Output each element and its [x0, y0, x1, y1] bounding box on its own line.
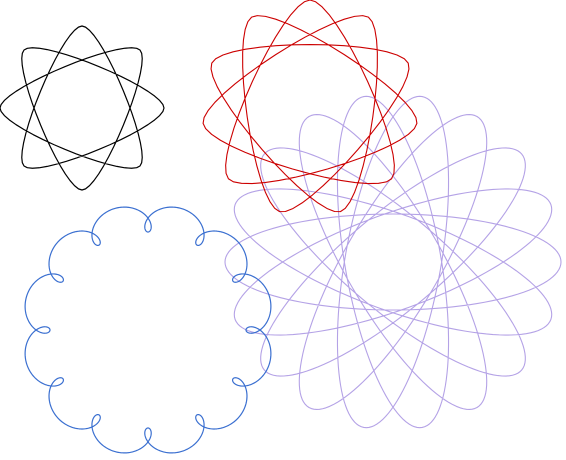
black-star-spirograph — [0, 25, 165, 191]
lavender-petal-spirograph — [224, 95, 562, 429]
blue-loop-spirograph — [24, 206, 272, 454]
red-star-spirograph — [202, 0, 418, 213]
